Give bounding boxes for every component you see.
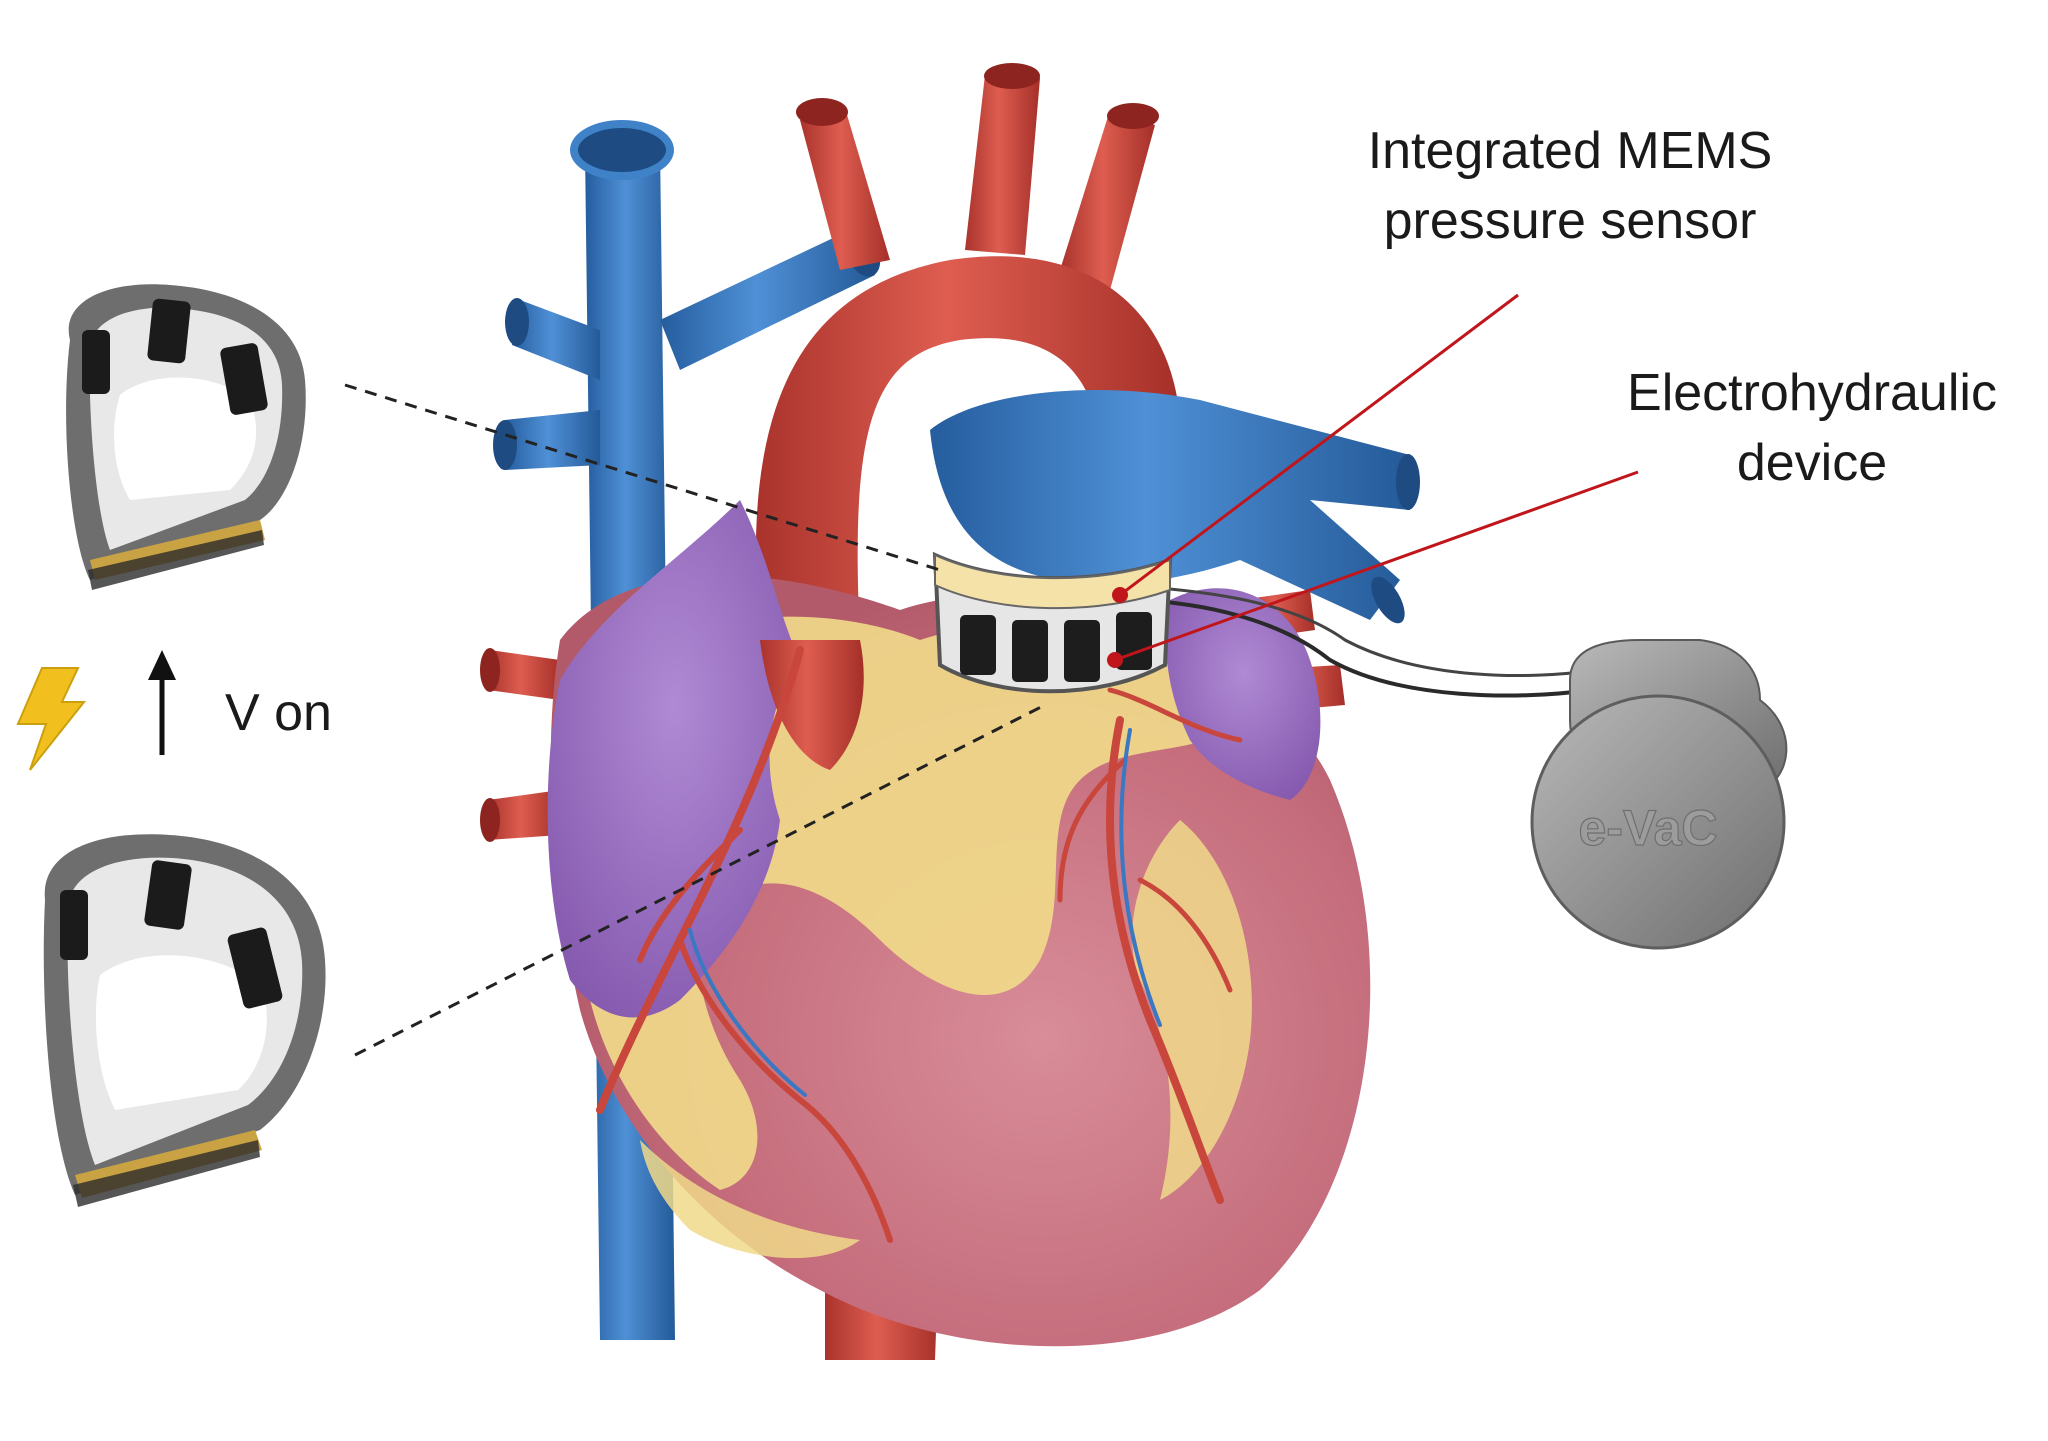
- vein-branch: [505, 410, 600, 470]
- epicardial-fat: [1132, 820, 1252, 1200]
- vessel-stub: [488, 650, 560, 700]
- pacemaker-icon: e-VaC: [1530, 639, 1788, 950]
- lightning-icon: [16, 667, 87, 771]
- aortic-branch: [1060, 110, 1155, 290]
- device-label-line1: Electrohydraulic: [1627, 364, 1997, 422]
- vein-branch: [660, 230, 875, 370]
- up-arrow-icon: [148, 650, 176, 755]
- vena-cava-opening: [570, 120, 674, 180]
- cuff-electrode: [1012, 620, 1048, 682]
- voltage-label: V on: [225, 684, 332, 742]
- device-pointer-line: [1114, 470, 1639, 662]
- left-atrium: [1166, 588, 1321, 800]
- vessel-stub-opening: [480, 798, 500, 842]
- aortic-arch: [755, 256, 1180, 640]
- vessel-stub: [488, 790, 560, 840]
- pulmonary-artery-opening: [1371, 576, 1405, 624]
- pulmonary-artery-opening: [1396, 454, 1420, 510]
- sensor-label-line1: Integrated MEMS: [1368, 122, 1773, 180]
- vessel-stub-opening: [480, 648, 500, 692]
- cuff-closed-illustration: [66, 284, 306, 590]
- device-label-line2: device: [1737, 434, 1887, 492]
- lead-wire: [1119, 598, 1591, 698]
- aortic-branch-opening: [1107, 103, 1159, 129]
- vein-branch-opening: [505, 298, 529, 346]
- cuff-electrode: [1064, 620, 1100, 682]
- cuff-electrode: [960, 615, 996, 675]
- sensor-label-line2: pressure sensor: [1384, 192, 1757, 250]
- coronary-vessels: [596, 646, 1243, 1243]
- vein-branch: [512, 300, 600, 380]
- sensor-pointer-line: [1119, 293, 1519, 597]
- aortic-branch: [965, 75, 1040, 255]
- right-atrium: [547, 500, 800, 1018]
- lead-wire: [1119, 583, 1596, 678]
- aortic-branch: [800, 108, 890, 270]
- epicardial-fat: [640, 1140, 860, 1259]
- aortic-branch-opening: [984, 63, 1040, 89]
- ascending-aorta: [760, 640, 864, 770]
- pacer-brand-text: e-VaC: [1579, 800, 1718, 856]
- cuff-open-illustration: [43, 834, 326, 1207]
- pulmonary-artery: [930, 390, 1410, 620]
- heart-illustration: [480, 63, 1596, 1360]
- aortic-branch-opening: [796, 98, 848, 126]
- callout-dash-bottom: [354, 703, 1046, 1057]
- vein-branch-opening: [493, 420, 517, 470]
